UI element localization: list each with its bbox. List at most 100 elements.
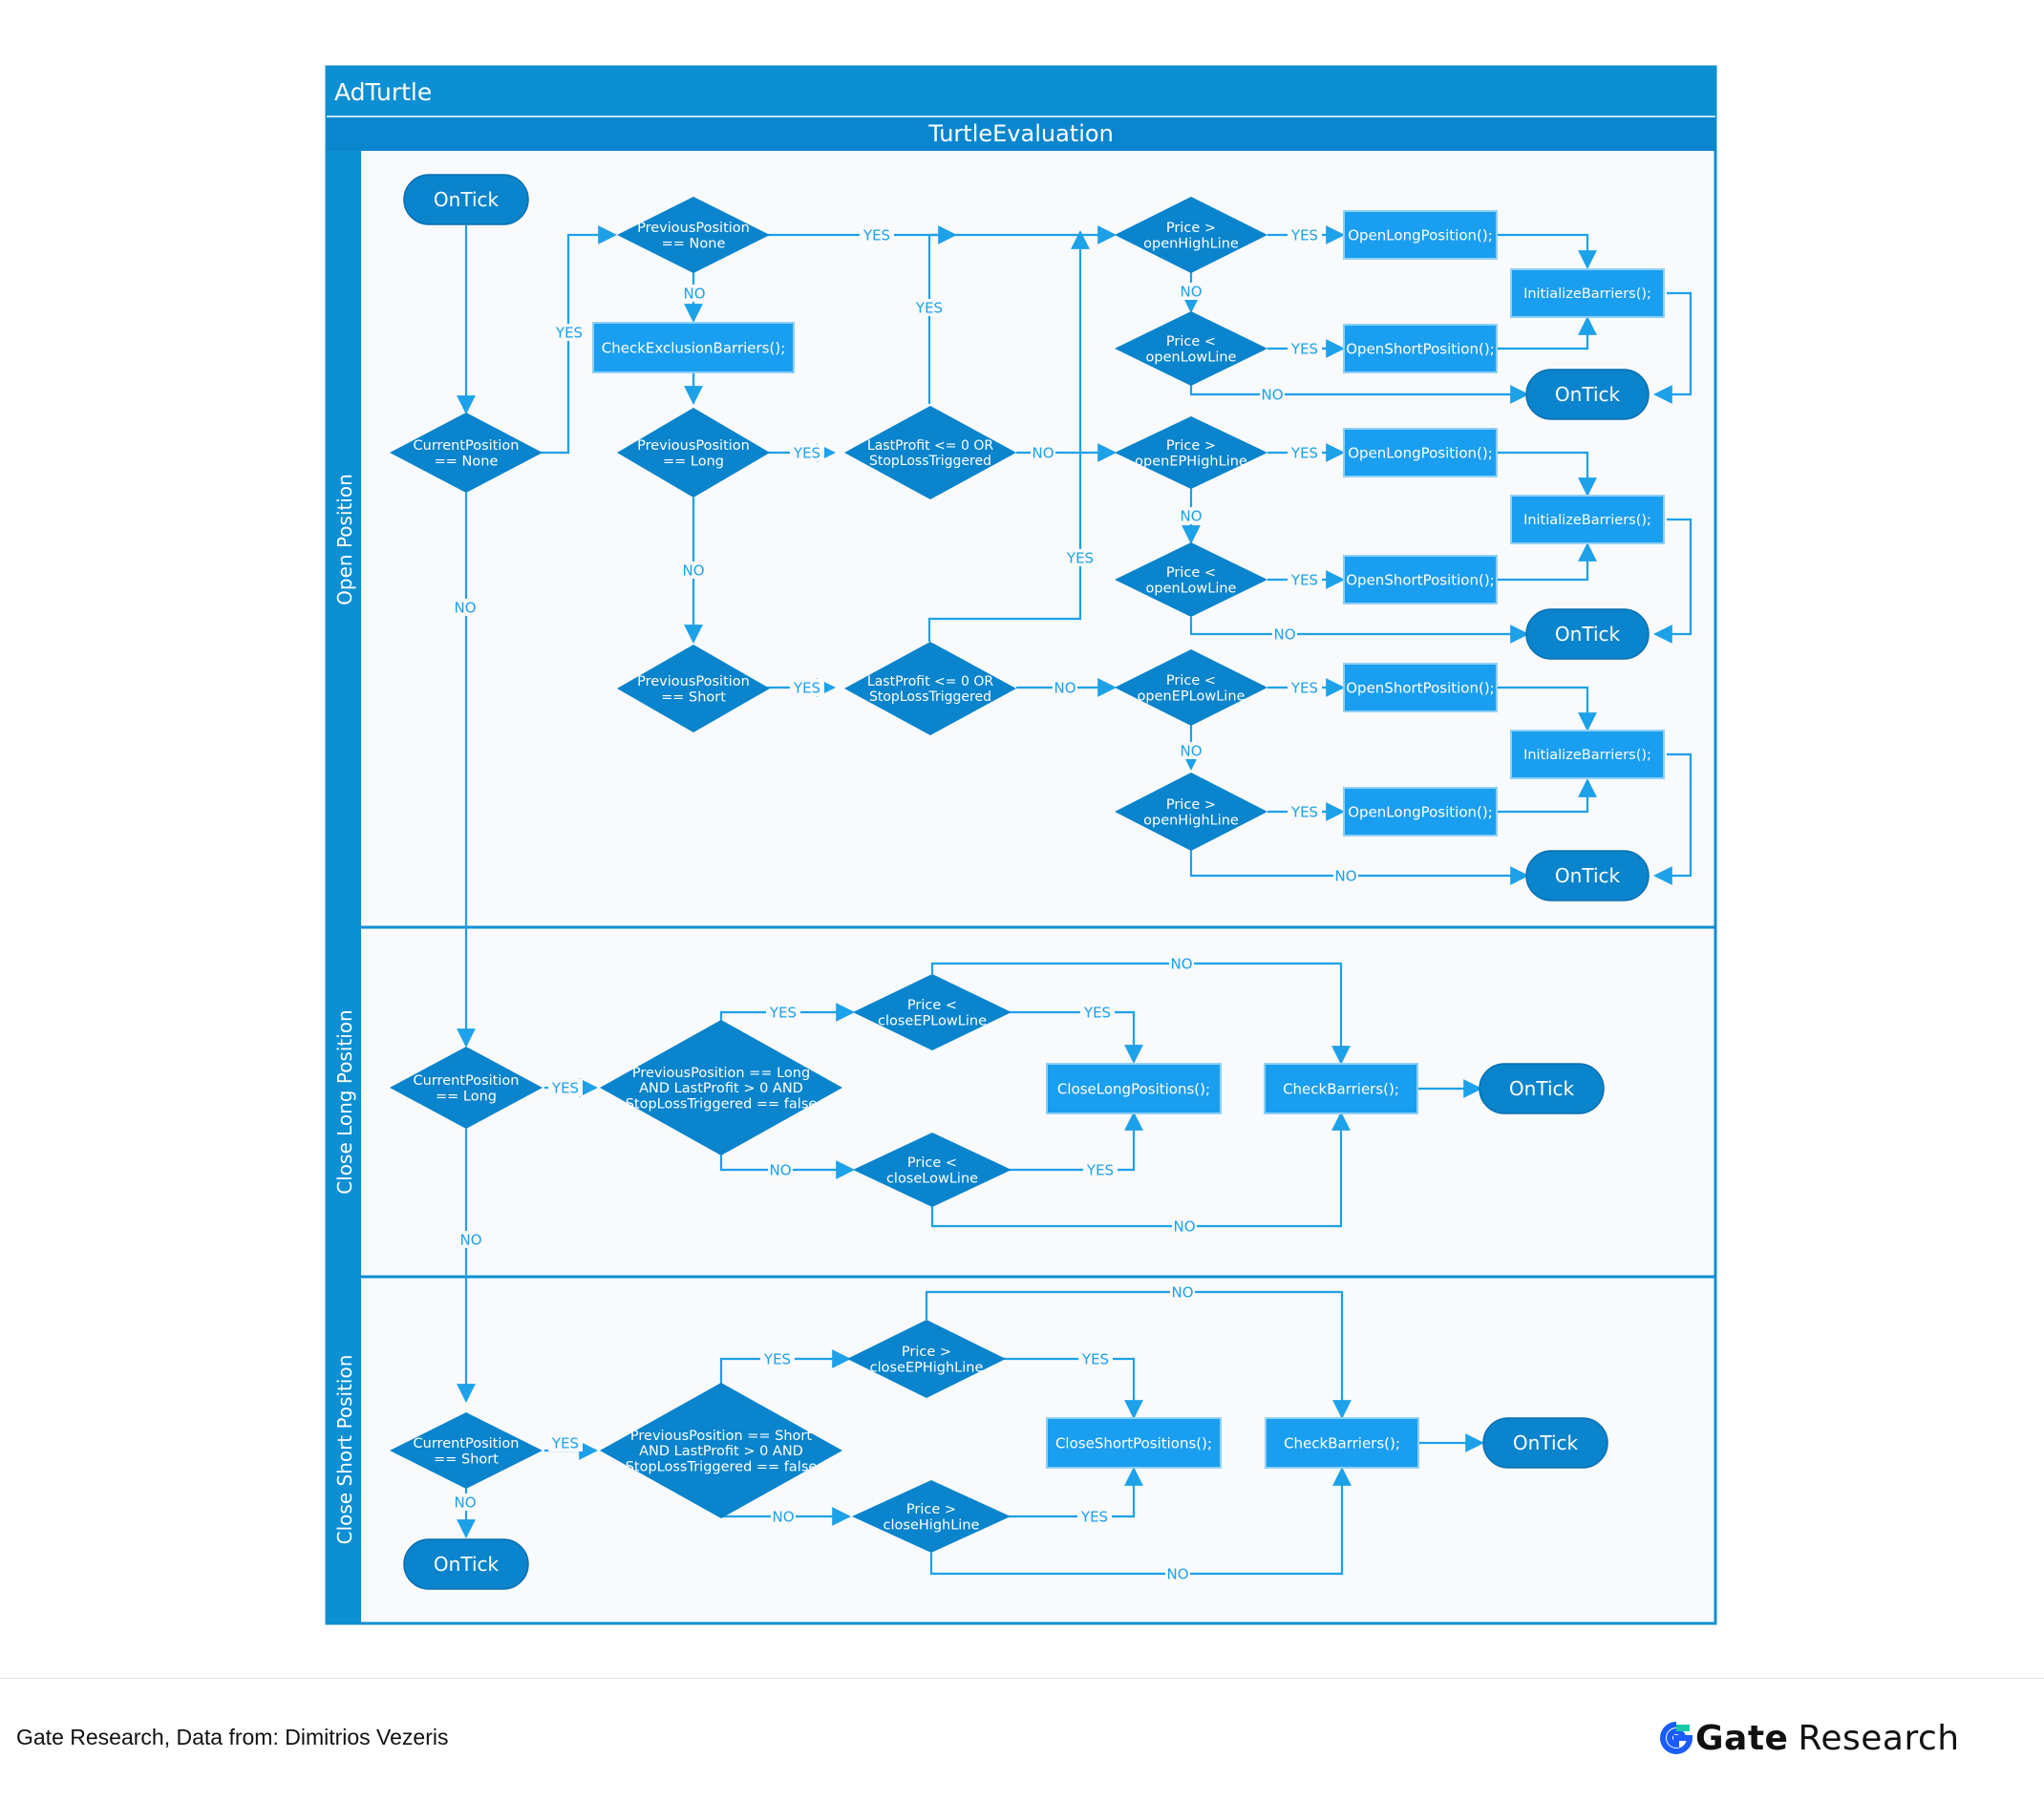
edge-label-bg bbox=[1179, 507, 1203, 524]
edge-label-bg bbox=[1179, 283, 1203, 300]
ontick-1-label: OnTick bbox=[1555, 383, 1621, 406]
connector bbox=[1498, 542, 1597, 582]
openshort-1-process bbox=[1343, 324, 1498, 373]
edge-label-yes: YES bbox=[555, 325, 583, 342]
prevpos-long-profit-decision bbox=[600, 1020, 842, 1155]
edge-label-bg bbox=[1083, 1161, 1118, 1178]
edge-label-yes: YES bbox=[1290, 227, 1318, 244]
edge-label-no: NO bbox=[1334, 868, 1356, 885]
connector bbox=[1004, 1467, 1143, 1518]
diagram-frame bbox=[325, 65, 1717, 1625]
edge-label-yes: YES bbox=[915, 300, 943, 317]
connector bbox=[929, 1467, 1352, 1576]
edge-label-bg bbox=[1063, 549, 1097, 566]
edge-label-bg bbox=[552, 324, 586, 341]
source-caption: Gate Research, Data from: Dimitrios Veze… bbox=[16, 1725, 449, 1749]
price-gt-openhigh-2-decision bbox=[1115, 773, 1267, 851]
initbarriers-3-label: InitializeBarriers(); bbox=[1523, 748, 1651, 763]
edge-label-yes: YES bbox=[1080, 1509, 1108, 1526]
curpos-short-decision bbox=[390, 1412, 543, 1489]
connector bbox=[1189, 385, 1529, 404]
edge-label-no: NO bbox=[1054, 680, 1075, 697]
lane-title-bar bbox=[327, 117, 1715, 151]
prevpos-long-decision bbox=[617, 408, 770, 498]
connector bbox=[1653, 518, 1693, 644]
openshort-2-process bbox=[1343, 555, 1498, 604]
edge-label-bg bbox=[1031, 444, 1055, 461]
close-short-label: CloseShortPositions(); bbox=[1055, 1434, 1212, 1451]
edge-label-bg bbox=[1053, 679, 1077, 696]
openshort-3-process bbox=[1343, 663, 1498, 712]
edge-label-bg bbox=[768, 1161, 793, 1178]
edge-label-bg bbox=[1080, 1004, 1115, 1021]
price-gt-closeephigh-decision bbox=[847, 1320, 1006, 1398]
ontick-3-label: OnTick bbox=[1555, 864, 1621, 887]
edge-label-no: NO bbox=[1180, 743, 1202, 760]
prevpos-short-profit-decision bbox=[600, 1383, 842, 1518]
edge-label-bg bbox=[790, 444, 824, 461]
edge-label-yes: YES bbox=[793, 445, 820, 462]
price-lt-openlow-2-decision bbox=[1115, 542, 1267, 617]
app-title: AdTurtle bbox=[334, 78, 432, 106]
openlong-3-label: OpenLongPosition(); bbox=[1348, 803, 1493, 820]
edge-label-bg bbox=[453, 599, 478, 616]
price-lt-closeeplow-label: Price <closeEPLowLine bbox=[878, 998, 987, 1028]
edge-label-yes: YES bbox=[793, 680, 820, 697]
prevpos-none-label: PreviousPosition== None bbox=[637, 221, 750, 251]
edge-label-no: NO bbox=[772, 1509, 794, 1526]
edge-label-bg bbox=[1078, 1350, 1113, 1367]
ontick-2-terminal bbox=[1525, 608, 1650, 660]
edge-label-yes: YES bbox=[862, 227, 890, 244]
price-gt-closeephigh-label: Price >closeEPHighLine bbox=[870, 1345, 984, 1375]
openshort-1-label: OpenShortPosition(); bbox=[1346, 340, 1494, 357]
openlong-1-label: OpenLongPosition(); bbox=[1348, 226, 1493, 244]
price-lt-closelow-label: Price <closeLowLine bbox=[886, 1155, 978, 1186]
price-lt-openlow-1-decision bbox=[1115, 311, 1267, 386]
lane-label-close-short: Close Short Position bbox=[333, 1355, 356, 1545]
edge-label-no: NO bbox=[1166, 1566, 1188, 1583]
lane-label-open: Open Position bbox=[333, 474, 356, 605]
edge-label-no: NO bbox=[1170, 956, 1192, 973]
edge-label-yes: YES bbox=[551, 1435, 579, 1452]
edge-label-no: NO bbox=[1180, 508, 1202, 525]
price-lt-openeplow-label: Price <openEPLowLine bbox=[1138, 673, 1246, 704]
edge-label-no: NO bbox=[683, 286, 705, 303]
edge-label-yes: YES bbox=[1290, 572, 1318, 589]
edge-label-bg bbox=[1169, 955, 1194, 972]
ontick-2-label: OnTick bbox=[1555, 623, 1621, 646]
check-barriers-2-process bbox=[1265, 1417, 1419, 1469]
check-barriers-1-process bbox=[1264, 1063, 1418, 1114]
edge-label-bg bbox=[682, 285, 707, 302]
curpos-long-decision bbox=[390, 1047, 543, 1129]
close-long-label: CloseLongPositions(); bbox=[1057, 1080, 1210, 1097]
edge-label-bg bbox=[760, 1350, 795, 1367]
price-lt-openeplow-decision bbox=[1115, 649, 1267, 726]
price-lt-closeeplow-decision bbox=[853, 974, 1011, 1050]
ontick-end-terminal bbox=[403, 1538, 529, 1590]
price-gt-openephigh-decision bbox=[1115, 416, 1267, 489]
ontick-start-terminal bbox=[403, 174, 529, 225]
edge-label-no: NO bbox=[459, 1232, 481, 1249]
ontick-4-terminal bbox=[1479, 1063, 1605, 1114]
edge-label-bg bbox=[860, 226, 894, 244]
close-short-process bbox=[1046, 1417, 1222, 1469]
connector bbox=[1498, 686, 1597, 731]
lane-header-strip bbox=[327, 151, 361, 1623]
edge-label-yes: YES bbox=[769, 1005, 797, 1022]
initbarriers-1-process bbox=[1510, 268, 1665, 318]
gate-research-logo: Gate Research bbox=[1660, 1714, 1960, 1762]
edge-label-no: NO bbox=[1273, 626, 1295, 644]
ontick-5-label: OnTick bbox=[1513, 1431, 1579, 1454]
edge-label-no: NO bbox=[1171, 1284, 1193, 1302]
connector bbox=[930, 1112, 1351, 1228]
price-lt-closelow-decision bbox=[853, 1133, 1011, 1207]
edge-label-bg bbox=[1260, 386, 1285, 403]
check-barriers-2-label: CheckBarriers(); bbox=[1284, 1434, 1400, 1451]
connector bbox=[1189, 849, 1529, 885]
initbarriers-2-process bbox=[1510, 495, 1665, 544]
edge-label-bg bbox=[1179, 742, 1203, 759]
lane-title: TurtleEvaluation bbox=[927, 120, 1114, 147]
connector bbox=[1498, 316, 1597, 350]
prevpos-none-decision bbox=[617, 197, 770, 273]
